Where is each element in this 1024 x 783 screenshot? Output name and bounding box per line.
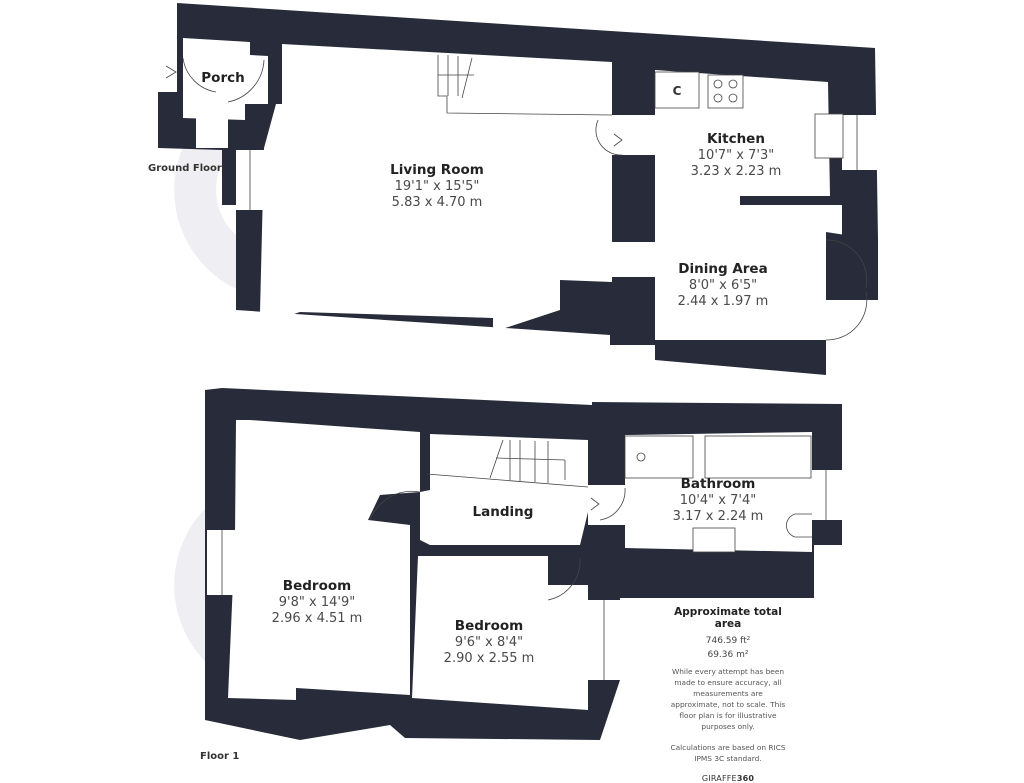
room-kitchen: Kitchen 10'7" x 7'3" 3.23 x 2.23 m	[691, 131, 782, 180]
room-landing: Landing	[473, 504, 534, 521]
room-imperial: 10'7" x 7'3"	[697, 148, 775, 163]
room-living-room: Living Room 19'1" x 15'5" 5.83 x 4.70 m	[390, 162, 484, 211]
summary-title: Approximate total area	[674, 606, 782, 630]
room-metric: 3.17 x 2.24 m	[672, 509, 764, 524]
room-name: Dining Area	[678, 261, 768, 277]
area-sqft: 746.59 ft²	[705, 636, 751, 646]
ground-floor-fixtures	[165, 55, 868, 341]
room-dining-area: Dining Area 8'0" x 6'5" 2.44 x 1.97 m	[678, 261, 769, 310]
ground-floor-rooms	[183, 38, 878, 340]
room-imperial: 10'4" x 7'4"	[679, 493, 757, 508]
floor-1-rooms	[207, 420, 842, 710]
room-metric: 3.23 x 2.23 m	[690, 164, 782, 179]
room-imperial: 9'8" x 14'9"	[278, 595, 356, 610]
room-name: Bedroom	[454, 618, 524, 634]
calculation-note: Calculations are based on RICS IPMS 3C s…	[670, 743, 786, 763]
room-metric: 2.44 x 1.97 m	[677, 294, 769, 309]
room-porch: Porch	[201, 70, 244, 87]
room-name: Bedroom	[282, 578, 352, 594]
room-bedroom-1: Bedroom 9'8" x 14'9" 2.96 x 4.51 m	[272, 578, 363, 627]
disclaimer-text: While every attempt has been made to ens…	[670, 667, 786, 731]
room-metric: 2.90 x 2.55 m	[443, 651, 535, 666]
room-name: Landing	[472, 504, 534, 520]
area-summary: Approximate total area 746.59 ft² 69.36 …	[668, 606, 788, 783]
room-imperial: 9'6" x 8'4"	[454, 635, 524, 650]
brand-prefix: GIRAFFE	[701, 774, 737, 783]
room-name: Kitchen	[707, 131, 765, 147]
brand-logo: GIRAFFE360	[668, 774, 788, 783]
room-bathroom: Bathroom 10'4" x 7'4" 3.17 x 2.24 m	[673, 476, 764, 525]
room-imperial: 8'0" x 6'5"	[688, 278, 758, 293]
room-name: Bathroom	[680, 476, 756, 492]
floor-1-label: Floor 1	[200, 751, 240, 762]
ground-floor-label: Ground Floor	[148, 163, 222, 174]
area-sqm: 69.36 m²	[707, 650, 749, 660]
floor-1-fixtures	[221, 435, 827, 680]
room-name: Living Room	[390, 162, 484, 178]
room-name: Porch	[201, 70, 245, 86]
cupboard-label: C	[673, 84, 682, 98]
room-imperial: 19'1" x 15'5"	[394, 179, 480, 194]
room-metric: 5.83 x 4.70 m	[391, 195, 483, 210]
room-bedroom-2: Bedroom 9'6" x 8'4" 2.90 x 2.55 m	[444, 618, 535, 667]
brand-suffix: 360	[736, 774, 755, 783]
room-metric: 2.96 x 4.51 m	[271, 611, 363, 626]
